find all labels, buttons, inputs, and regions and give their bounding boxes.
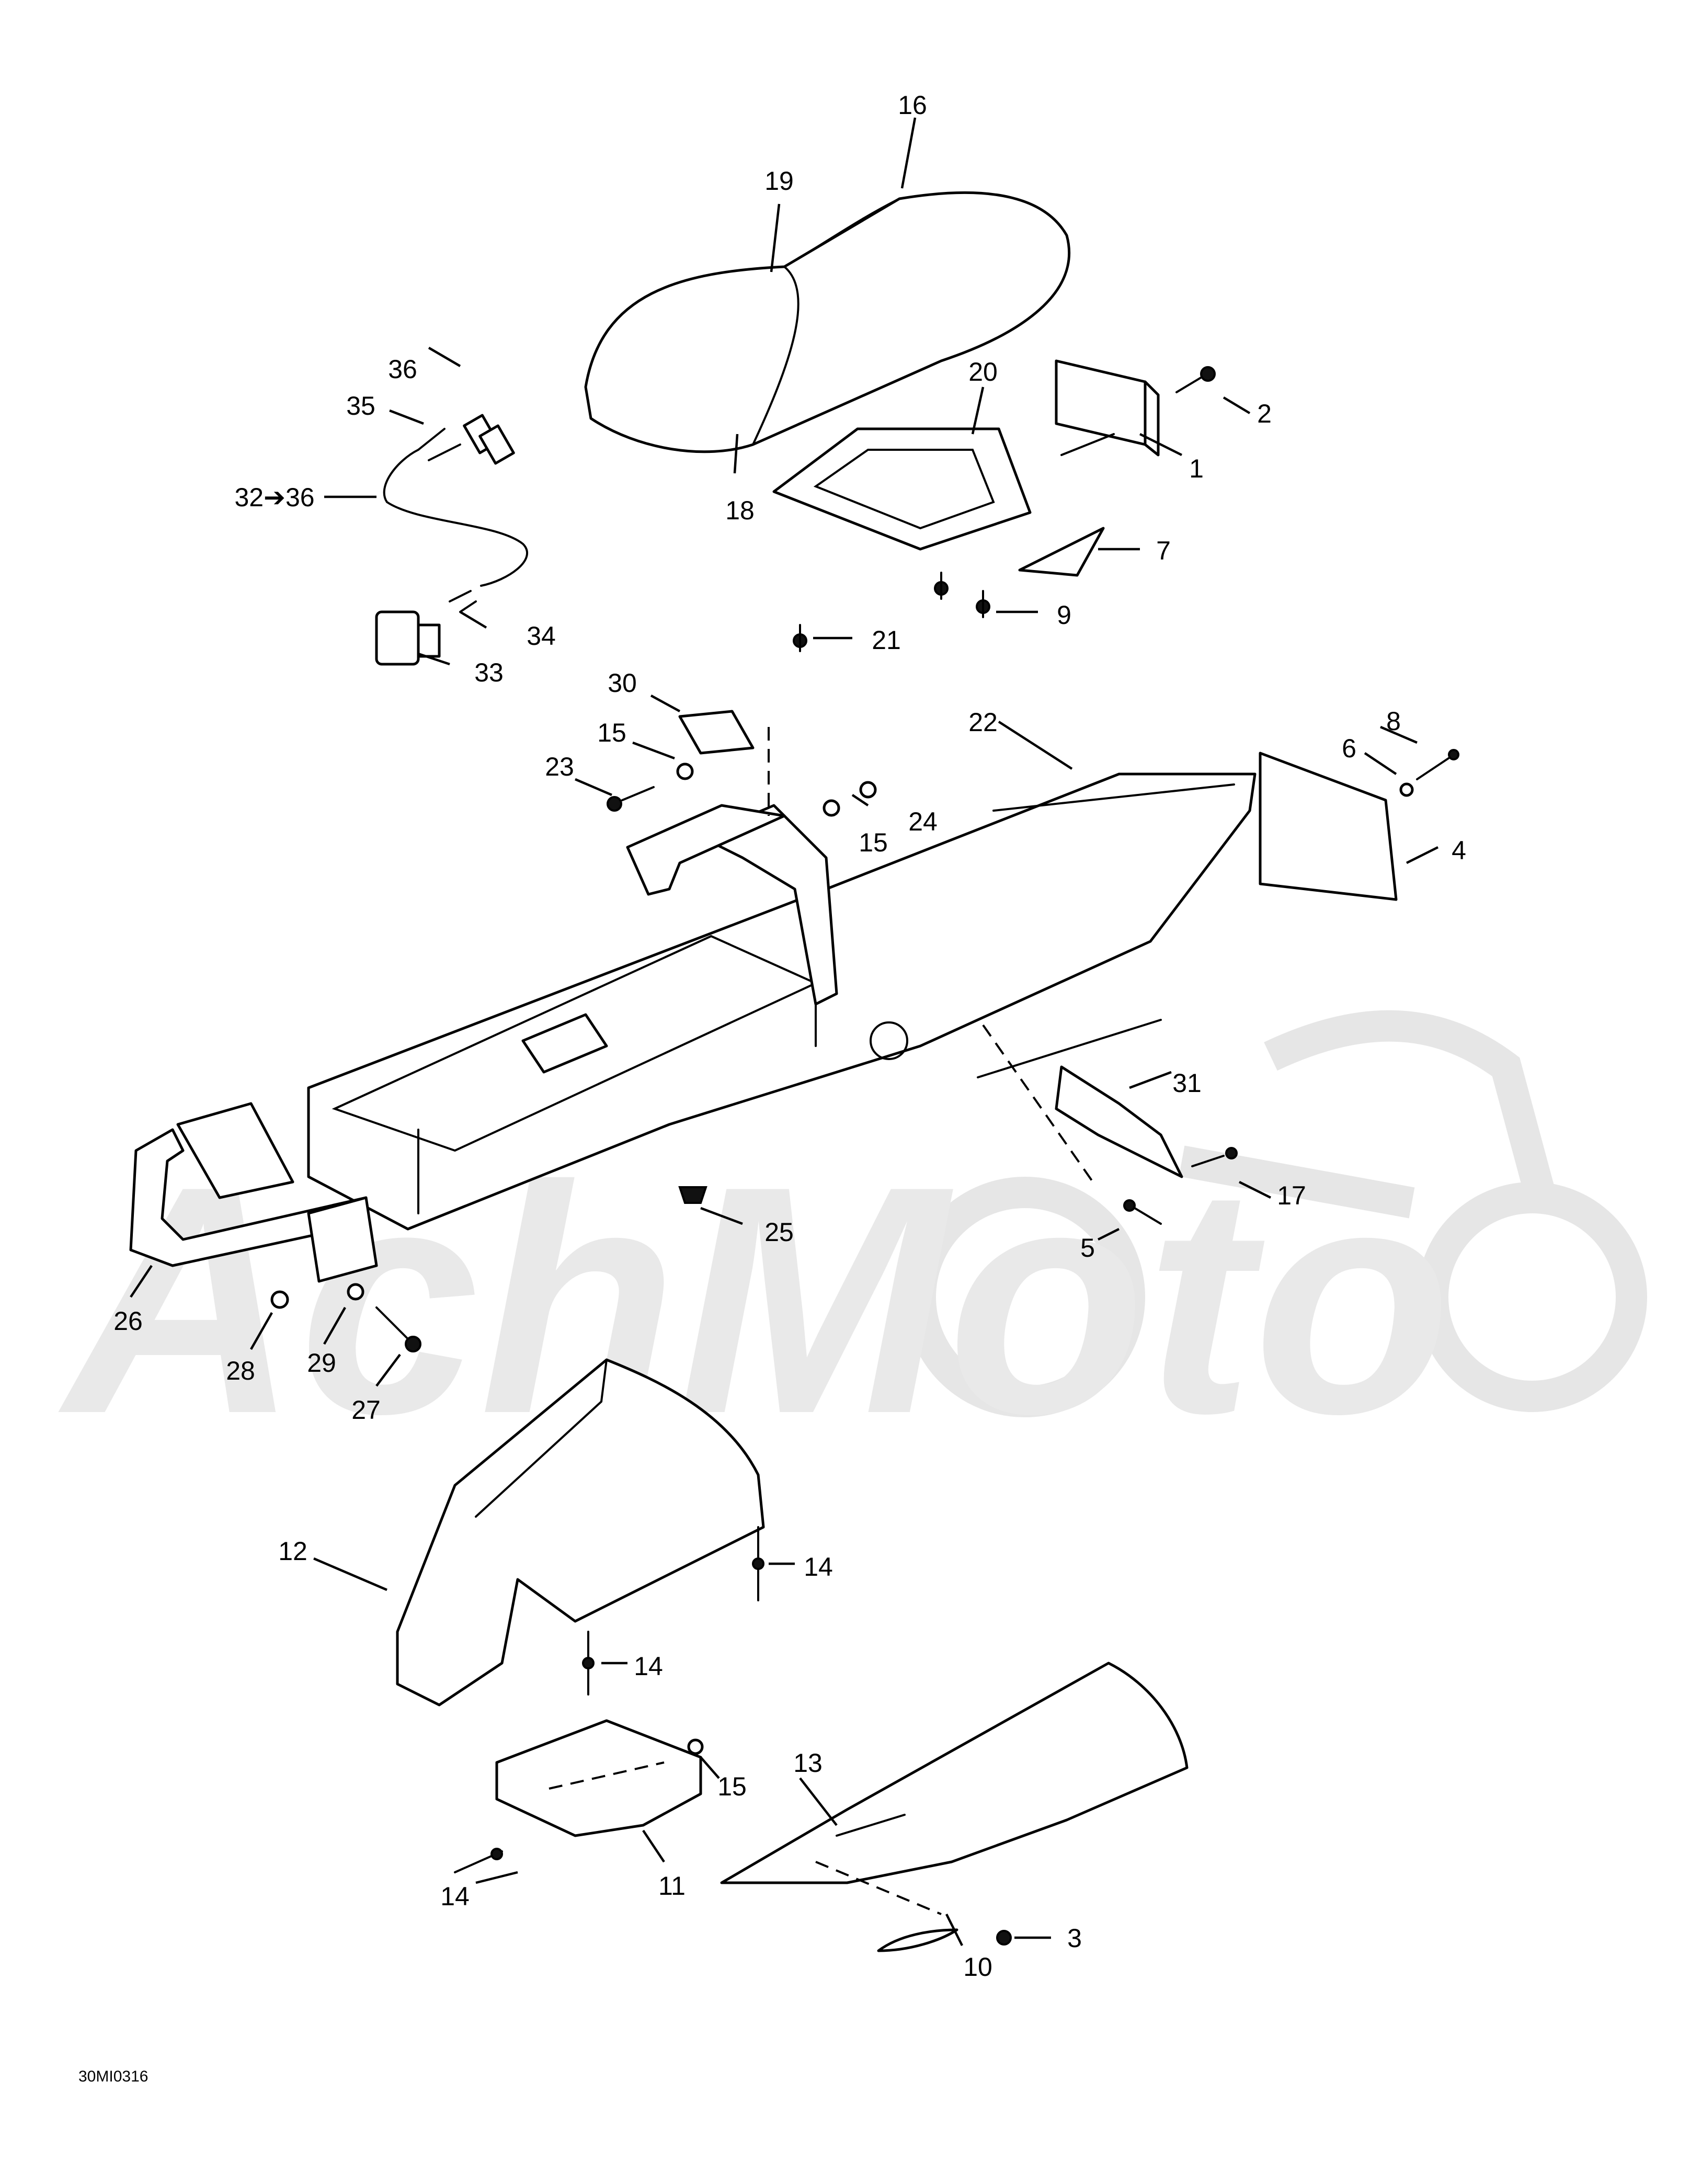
callout-4: 4 [1452,836,1466,865]
callout-12: 12 [278,1537,307,1566]
washer-15-top [676,763,694,780]
callout-14-b: 14 [634,1652,663,1681]
dashed-10 [815,1861,942,1915]
screw-9b [934,572,949,600]
rivet-14-a [752,1526,764,1601]
callout-21: 21 [872,625,901,655]
diagram-code: 30MI0316 [78,2068,148,2085]
callout-16: 16 [898,90,927,120]
callout-14-a: 14 [804,1552,833,1582]
panel-12 [396,1358,765,1707]
leader-1-dash [1060,433,1115,456]
callout-3: 3 [1067,1924,1082,1953]
screw-21 [793,624,807,652]
callout-26: 26 [113,1306,143,1336]
seat [584,191,1071,453]
screw-2 [1175,366,1216,393]
callout-30: 30 [608,668,637,698]
callout-13: 13 [793,1748,823,1778]
rivet-14-c [454,1848,503,1873]
wiring-harness [375,414,528,666]
callout-35: 35 [346,391,375,420]
screw-9 [976,590,990,618]
callout-34: 34 [527,621,556,651]
callout-25: 25 [764,1218,794,1247]
seat-base [772,427,1032,551]
screw-3 [996,1930,1012,1946]
callout-36: 36 [388,355,417,384]
washer-6 [1399,782,1414,797]
bracket-31 [1055,1065,1183,1178]
callout-10: 10 [963,1952,992,1982]
tail-light [1055,359,1160,457]
callout-15-a: 15 [597,718,626,747]
washer-15-low [687,1738,704,1755]
callout-18: 18 [725,496,755,525]
nut-28 [270,1290,289,1309]
callout-22: 22 [968,708,998,737]
rear-bumper [129,1102,378,1283]
rear-frame [307,772,1257,1231]
callout-17: 17 [1277,1181,1306,1210]
callout-5: 5 [1080,1233,1095,1262]
rivet-8 [1416,749,1459,780]
dashed-31 [982,1024,1094,1183]
callout-20: 20 [968,357,998,386]
callout-27: 27 [351,1395,381,1425]
callout-19: 19 [764,166,794,196]
callout-28: 28 [226,1356,255,1385]
callout-2: 2 [1257,399,1272,428]
washer-15-mid [823,799,840,817]
watermark: AchMoto [55,1010,1647,1481]
callout-15-b: 15 [859,828,888,857]
callout-23: 23 [545,752,574,781]
pan-11 [495,1719,702,1837]
callout-9: 9 [1057,600,1071,630]
rivet-5 [1123,1199,1162,1225]
callout-29: 29 [307,1348,336,1378]
rivet-14-b [582,1631,595,1696]
rivet-17 [1191,1147,1238,1167]
skirt-13 [720,1662,1189,1884]
washer-29 [347,1283,364,1301]
callout-6: 6 [1342,734,1356,763]
callout-33: 33 [474,658,504,687]
mud-flap [1259,752,1398,901]
bolt-23 [607,786,655,812]
watermark-motorcycle-icon [905,1010,1647,1417]
callout-32-36: 32➔36 [234,483,314,512]
callout-15-c: 15 [717,1772,747,1801]
reflector [1018,527,1105,577]
callout-31: 31 [1172,1068,1202,1098]
callout-8: 8 [1386,707,1401,736]
callout-14-c: 14 [440,1882,470,1911]
callout-11: 11 [658,1871,686,1901]
callout-1: 1 [1189,454,1204,483]
decal-10 [877,1928,958,1952]
nut-24 [859,781,877,799]
grommet-25 [678,1186,707,1204]
leaders [130,117,1439,1947]
callout-7b: 7 [1156,536,1171,565]
bolt-27 [375,1306,421,1352]
bracket-30 [678,710,755,755]
callout-24: 24 [908,807,938,836]
